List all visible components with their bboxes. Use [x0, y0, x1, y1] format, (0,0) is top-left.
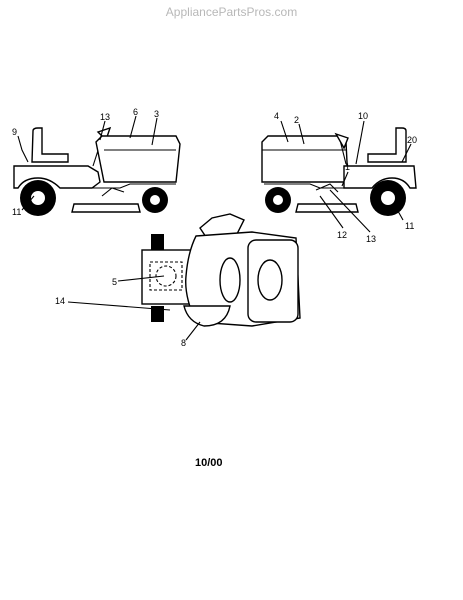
callout-20: 20	[407, 135, 417, 145]
leader-1	[341, 171, 349, 187]
leader-14	[67, 301, 171, 311]
date-code: 10/00	[195, 457, 223, 469]
callout-14: 14	[55, 296, 65, 306]
tractor-left-side-view: 9 11 13 6 3	[12, 107, 181, 217]
leader-13-right	[329, 189, 371, 233]
callout-2: 2	[294, 115, 299, 125]
callout-1: 1	[345, 162, 350, 172]
callout-10: 10	[358, 111, 368, 121]
front-wheel-hub	[273, 195, 283, 205]
tractor-top-view: 5 14 8	[55, 213, 301, 348]
leader-10	[355, 120, 365, 165]
callout-3: 3	[154, 109, 159, 119]
watermark: AppliancePartsPros.com	[165, 5, 298, 19]
callout-4: 4	[274, 111, 279, 121]
leader-6	[129, 115, 137, 139]
callout-11-left: 11	[12, 207, 21, 217]
seat	[367, 127, 407, 163]
frame	[60, 183, 176, 189]
rear-wheel-hub	[31, 191, 45, 205]
leader-4	[280, 120, 289, 143]
rear-fender	[343, 165, 417, 189]
callout-5: 5	[112, 277, 117, 287]
leader-11-left	[21, 195, 35, 211]
mower-deck	[295, 203, 359, 213]
leader-9	[17, 135, 29, 163]
steering-wheel	[334, 132, 349, 150]
seat	[31, 127, 69, 163]
leader-11-right	[393, 203, 404, 221]
headlight-oval	[257, 259, 283, 301]
leader-3	[151, 117, 158, 146]
rear-wheel-hub	[381, 191, 395, 205]
mower-deck	[71, 203, 141, 213]
rear-left-tire	[151, 234, 164, 250]
callout-13-right: 13	[366, 234, 376, 244]
hood	[95, 135, 181, 183]
leader-13-left	[99, 120, 106, 141]
mower-deck-top	[183, 305, 231, 327]
callout-12: 12	[337, 230, 347, 240]
hood-vent	[219, 257, 241, 303]
fuel-cap-circle	[155, 265, 177, 287]
leader-5	[117, 275, 165, 282]
deck-lever	[315, 183, 339, 193]
hood	[261, 135, 349, 183]
deck-chute	[101, 187, 125, 197]
callout-13-left: 13	[100, 112, 110, 122]
tractor-right-side-view: 4 2 10 20 1 12 13 11	[261, 111, 417, 244]
callout-9: 9	[12, 127, 17, 137]
callout-8: 8	[181, 338, 186, 348]
battery-area	[149, 261, 183, 291]
leader-20	[401, 143, 412, 163]
leader-12	[319, 195, 344, 229]
leader-8	[185, 321, 201, 341]
leader-2	[298, 123, 305, 145]
callout-11-right: 11	[405, 221, 414, 231]
callout-6: 6	[133, 107, 138, 117]
rear-right-tire	[151, 306, 164, 322]
front-wheel-hub	[150, 195, 160, 205]
frame	[264, 183, 372, 189]
